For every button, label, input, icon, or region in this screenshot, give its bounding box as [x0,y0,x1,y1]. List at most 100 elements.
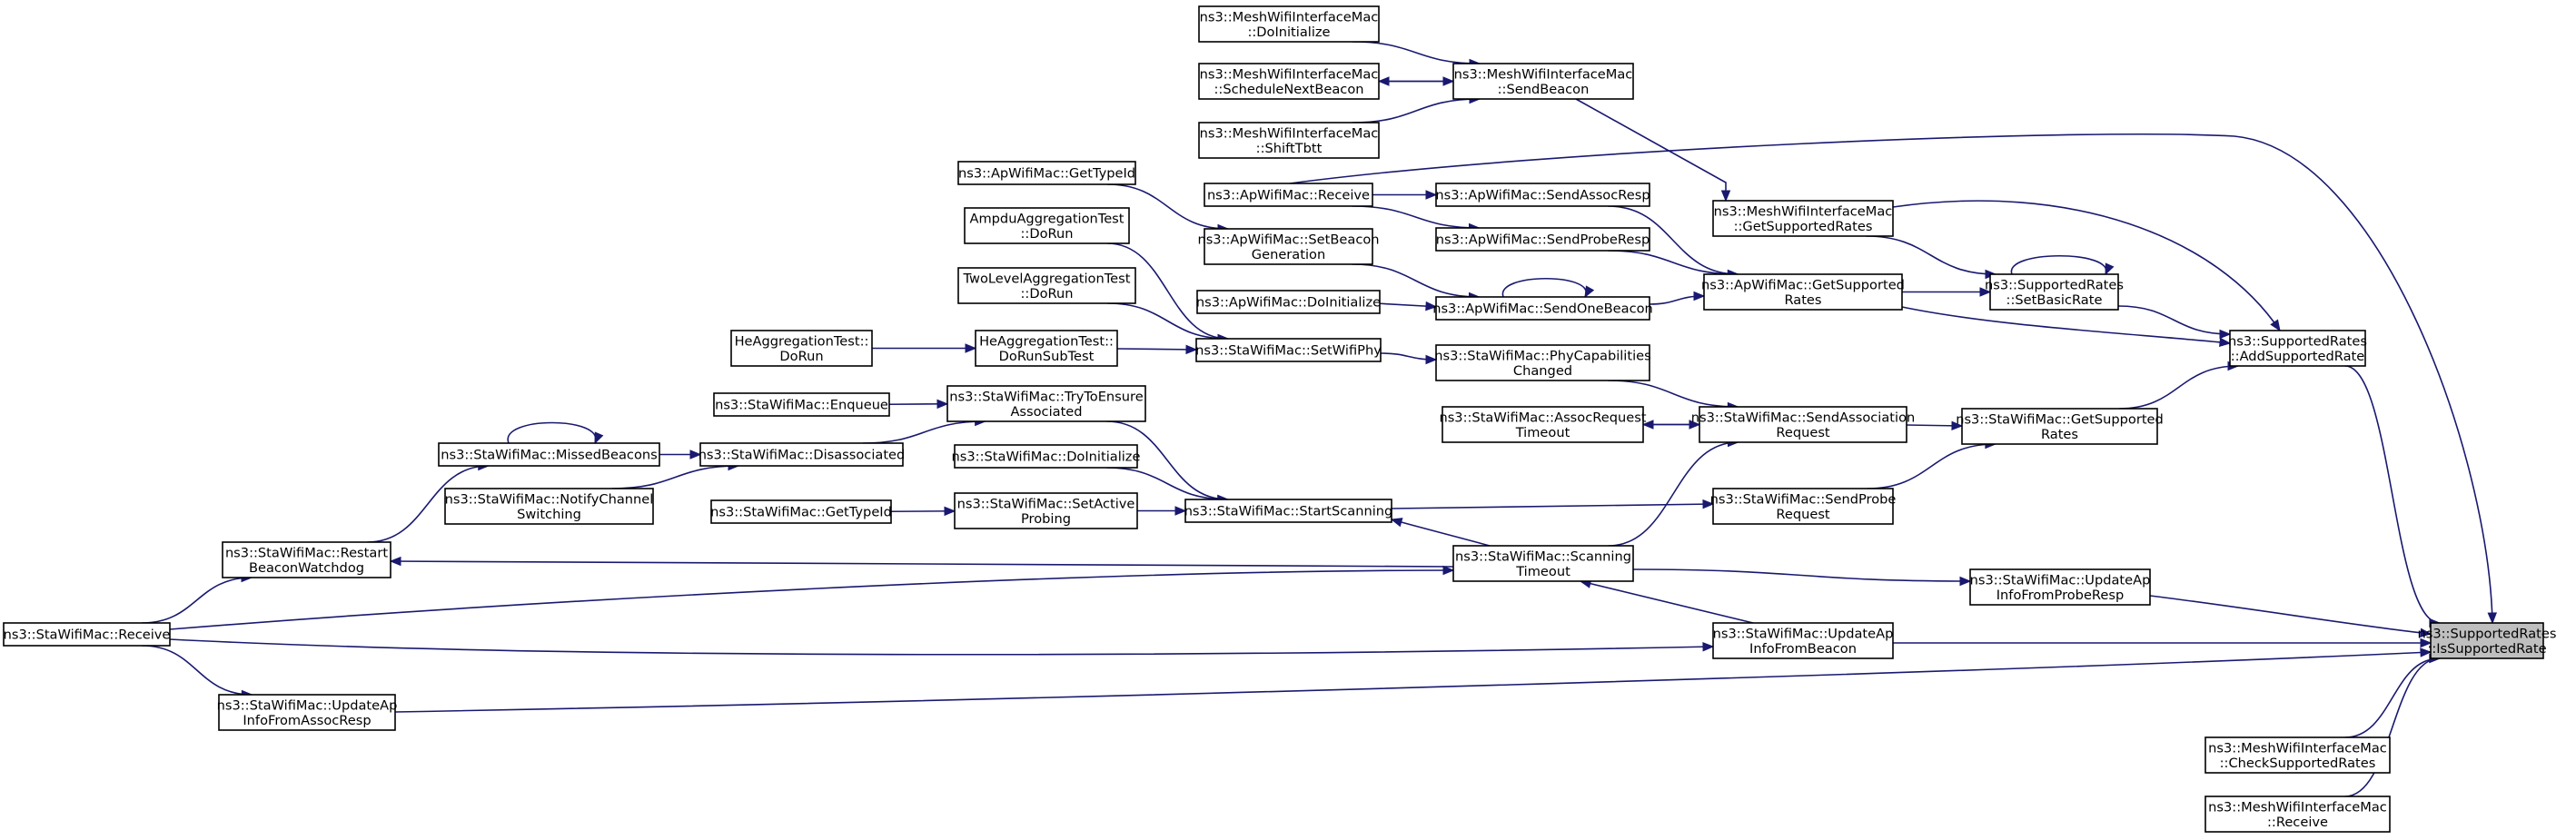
node-ap-receive[interactable]: ns3::ApWifiMac::Receive [1204,183,1373,207]
node-label-line: ns3::StaWifiMac::Disassociated [698,448,906,463]
node-label-line: ::AddSupportedRate [2231,349,2365,364]
call-edge [1866,235,1997,280]
edge-arrowhead [2420,647,2432,657]
edge-line [2344,657,2440,738]
node-mesh-send-beacon[interactable]: ns3::MeshWifiInterfaceMac::SendBeacon [1452,63,1634,100]
edge-line [394,651,2432,713]
edge-arrowhead [1390,518,1403,528]
edge-arrowhead [1702,641,1715,652]
node-ap-get-supported-rates[interactable]: ns3::ApWifiMac::GetSupportedRates [1701,273,1905,311]
node-ap-do-initialize[interactable]: ns3::ApWifiMac::DoInitialize [1196,290,1381,314]
node-ap-send-one-beacon[interactable]: ns3::ApWifiMac::SendOneBeacon [1432,296,1653,321]
call-edge [2344,653,2442,797]
node-label-line: ns3::StaWifiMac::SendProbe [1710,492,1897,508]
node-mesh-schedule-next-beacon[interactable]: ns3::MeshWifiInterfaceMac::ScheduleNextB… [1198,63,1380,100]
node-sta-update-ap-info-from-probe-resp[interactable]: ns3::StaWifiMac::UpdateApInfoFromProbeRe… [1969,568,2151,606]
node-ap-send-assoc-resp[interactable]: ns3::ApWifiMac::SendAssocResp [1435,183,1650,207]
node-sta-set-wifi-phy[interactable]: ns3::StaWifiMac::SetWifiPhy [1195,338,1382,362]
edge-line [367,465,489,543]
node-box [2229,330,2366,367]
node-supported-rates-is-supported[interactable]: ns3::SupportedRates::IsSupportedRate [2418,622,2557,659]
node-label-line: HeAggregationTest:: [979,334,1114,350]
node-sr-set-basic-rate[interactable]: ns3::SupportedRates::SetBasicRate [1985,273,2124,311]
node-box [438,442,660,467]
node-label-line: ns3::StaWifiMac::StartScanning [1184,504,1393,519]
node-sta-start-scanning[interactable]: ns3::StaWifiMac::StartScanning [1184,499,1393,523]
node-ap-get-type-id[interactable]: ns3::ApWifiMac::GetTypeId [957,161,1136,185]
node-box [710,499,892,524]
edge-arrowhead [1442,565,1455,576]
edge-line [1501,277,1588,298]
edge-arrowhead [944,506,956,517]
node-box [2430,622,2544,659]
node-label-line: ns3::ApWifiMac::SendProbeResp [1436,232,1650,248]
edge-line [611,465,739,489]
edge-line [1901,306,2231,344]
node-box [1969,568,2151,606]
edge-line [1632,568,1971,582]
node-sr-add-supported-rate[interactable]: ns3::SupportedRates::AddSupportedRate [2228,330,2367,367]
node-he-test-do-run[interactable]: HeAggregationTest::DoRun [730,330,873,367]
call-edge [394,647,2432,713]
node-mesh-get-supported-rates[interactable]: ns3::MeshWifiInterfaceMac::GetSupportedR… [1712,200,1894,237]
node-label-line: ns3::SupportedRates [2228,334,2367,350]
node-label-line: ::GetSupportedRates [1734,219,1873,234]
edge-arrowhead [2420,628,2432,638]
node-ampdu-test[interactable]: AmpduAggregationTest::DoRun [964,207,1130,244]
node-box [1204,228,1373,265]
edge-line [1866,235,1996,275]
edge-line [1352,205,1480,229]
node-mesh-shift-tbtt[interactable]: ns3::MeshWifiInterfaceMac::ShiftTbtt [1198,122,1380,159]
node-sta-disassociated[interactable]: ns3::StaWifiMac::Disassociated [698,442,906,467]
node-mesh-check-supported-rates[interactable]: ns3::MeshWifiInterfaceMac::CheckSupporte… [2204,736,2391,774]
edge-arrowhead [1689,420,1701,430]
edge-line [1106,467,1228,500]
node-label-line: ns3::StaWifiMac::SetWifiPhy [1195,343,1382,359]
edge-arrowhead [2487,612,2497,625]
node-ap-send-probe-resp[interactable]: ns3::ApWifiMac::SendProbeResp [1435,227,1650,252]
node-label-line: ns3::StaWifiMac::NotifyChannel [445,492,654,508]
node-label-line: Switching [517,507,581,522]
node-mesh-receive[interactable]: ns3::MeshWifiInterfaceMac::Receive [2204,796,2391,833]
call-edge [2344,365,2442,628]
node-he-test-do-run-sub[interactable]: HeAggregationTest::DoRunSubTest [975,330,1118,367]
call-edge [1892,200,2281,332]
node-label-line: ns3::StaWifiMac::Scanning [1455,549,1631,565]
call-edge [1116,344,1198,355]
node-box [1204,183,1373,207]
node-box [1712,488,1894,525]
node-two-level-test[interactable]: TwoLevelAggregationTest::DoRun [957,267,1136,304]
node-label-line: Timeout [1515,425,1570,440]
node-sta-get-type-id[interactable]: ns3::StaWifiMac::GetTypeId [710,499,892,524]
node-label-line: ns3::MeshWifiInterfaceMac [2208,800,2387,815]
node-label-line: ns3::MeshWifiInterfaceMac [1454,67,1633,83]
node-sta-get-supported-rates[interactable]: ns3::StaWifiMac::GetSupportedRates [1956,408,2164,445]
edge-arrowhead [1185,344,1198,355]
node-label-line: HeAggregationTest:: [735,334,869,350]
edge-line [1391,503,1714,509]
node-mesh-do-initialize[interactable]: ns3::MeshWifiInterfaceMac::DoInitialize [1198,5,1380,43]
call-edge [659,450,702,460]
node-sta-receive[interactable]: ns3::StaWifiMac::Receive [3,622,171,647]
node-label-line: ::ScheduleNextBeacon [1214,82,1363,97]
call-edge [142,645,253,700]
node-sta-update-ap-info-from-assoc-resp[interactable]: ns3::StaWifiMac::UpdateApInfoFromAssocRe… [217,694,398,731]
node-sta-do-initialize[interactable]: ns3::StaWifiMac::DoInitialize [952,444,1141,469]
node-sta-missed-beacons[interactable]: ns3::StaWifiMac::MissedBeacons [438,442,660,467]
call-edge [169,638,1715,656]
edge-line [1106,183,1229,230]
node-label-line: ns3::StaWifiMac::UpdateAp [1713,627,1894,642]
edge-arrowhead [1425,190,1438,200]
node-sta-enqueue[interactable]: ns3::StaWifiMac::Enqueue [713,392,890,417]
